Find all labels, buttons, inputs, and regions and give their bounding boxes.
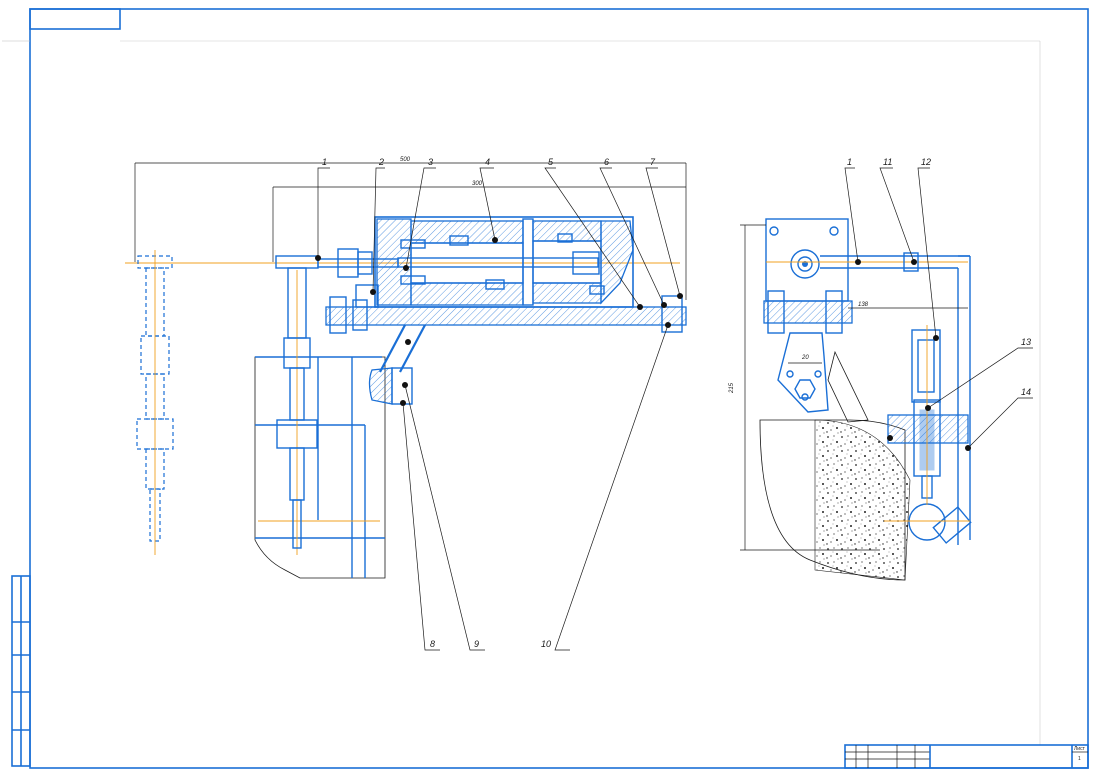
dimension-215: 215 [729, 382, 735, 394]
drawing-frame [2, 8, 1089, 769]
right-view-assembly: 20 215 138 [729, 218, 972, 581]
callouts-bottom: 8 9 10 [400, 322, 671, 651]
callout-right-1: 1 [847, 157, 852, 167]
machine-body-left [254, 356, 386, 579]
pneumatic-cylinder [374, 216, 634, 308]
dimension-300: 300 [472, 181, 483, 187]
dimension-138: 138 [858, 302, 869, 308]
dimension-20: 20 [801, 355, 809, 361]
callout-1: 1 [322, 157, 327, 167]
callout-9: 9 [474, 639, 479, 649]
callout-12: 12 [921, 157, 931, 167]
sheet-number: 1 [1078, 756, 1081, 762]
callout-3: 3 [428, 157, 433, 167]
callout-8: 8 [430, 639, 435, 649]
sheet-label: Лист [1074, 746, 1086, 752]
callout-5: 5 [548, 157, 554, 167]
callout-2: 2 [378, 157, 384, 167]
dimension-500: 500 [400, 157, 411, 163]
callout-14: 14 [1021, 387, 1031, 397]
title-block: Лист 1 [844, 744, 1089, 769]
callout-10: 10 [541, 639, 551, 649]
base-plate [325, 284, 687, 334]
callout-6: 6 [604, 157, 609, 167]
callout-11: 11 [883, 157, 892, 167]
lever-phantom-position [136, 250, 174, 555]
callout-7: 7 [650, 157, 656, 167]
callout-4: 4 [485, 157, 490, 167]
callout-13: 13 [1021, 337, 1031, 347]
dimension-lines-left: 500 300 [134, 157, 687, 300]
callouts-left: 1 2 3 4 5 6 7 [315, 157, 683, 310]
support-strut [368, 324, 426, 405]
callouts-right: 1 11 12 13 14 [844, 157, 1033, 451]
vertical-lever [275, 255, 319, 555]
